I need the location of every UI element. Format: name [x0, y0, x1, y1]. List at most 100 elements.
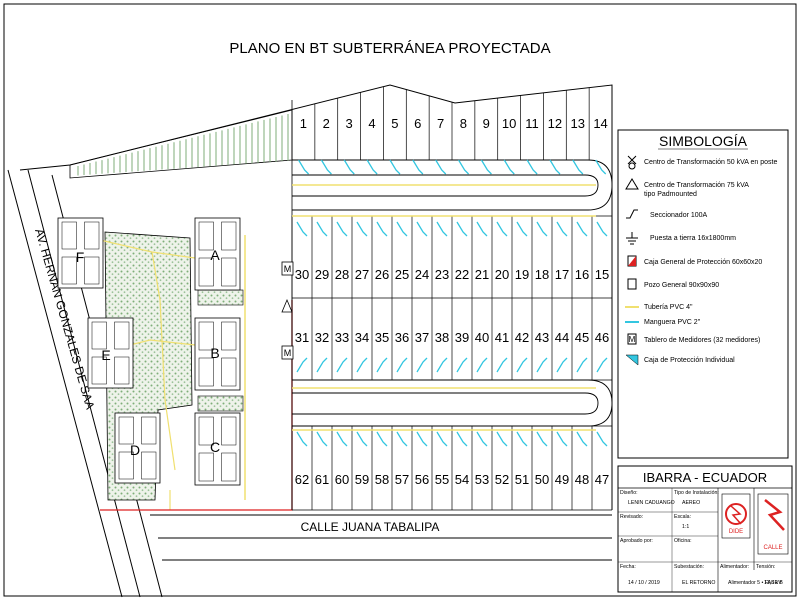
company-logo: DIDE [721, 493, 751, 539]
lot-number: 62 [295, 472, 309, 487]
building-block-d: B [194, 317, 241, 391]
park-conduits [99, 239, 196, 510]
block-label: E [101, 347, 110, 363]
legend-text: Caja de Protección Individual [644, 357, 735, 364]
individual-box-icon [625, 354, 639, 366]
lot-number: 21 [475, 267, 489, 282]
legend-text: Puesta a tierra 16x1800mm [650, 235, 736, 242]
lot-number: 23 [435, 267, 449, 282]
lot-number: 14 [593, 116, 607, 131]
disconnector-icon [626, 209, 638, 219]
lot-number: 25 [395, 267, 409, 282]
hatched-strip-lines [77, 113, 289, 176]
lot-number: 43 [535, 330, 549, 345]
block-label: D [130, 442, 140, 458]
lot-number: 19 [515, 267, 529, 282]
building-block-c: E [87, 317, 134, 389]
location-label: IBARRA - ECUADOR [643, 470, 767, 485]
lot-number: 28 [335, 267, 349, 282]
title-block: IBARRA - ECUADOR Diseño:LENIN CADUANGOTi… [617, 465, 793, 593]
legend-text: Centro de Transformación 75 kVA [644, 182, 749, 189]
legend-text: Manguera PVC 2" [644, 319, 701, 326]
lot-number: 20 [495, 267, 509, 282]
legend-text: Tablero de Medidores (32 medidores) [644, 337, 760, 344]
lot-number: 11 [525, 116, 539, 131]
logo-text-2: CALLE [763, 545, 782, 551]
lot-number: 55 [435, 472, 449, 487]
lot-number: 53 [475, 472, 489, 487]
lot-number: 58 [375, 472, 389, 487]
lot-number: 8 [460, 116, 467, 131]
lot-number: 12 [548, 116, 562, 131]
lot-number: 44 [555, 330, 569, 345]
lot-number: 30 [295, 267, 309, 282]
lot-number: 37 [415, 330, 429, 345]
tb-field-value: LENIN CADUANGO [628, 500, 675, 506]
legend-box: SIMBOLOGÍA Centro de Transformación 50 k… [617, 129, 789, 459]
road-conduits [244, 184, 596, 500]
lot-number: 40 [475, 330, 489, 345]
lot-number: 34 [355, 330, 369, 345]
lot-number: 31 [295, 330, 309, 345]
legend-text: Tubería PVC 4" [644, 304, 693, 311]
lot-number: 47 [595, 472, 609, 487]
ground-icon [626, 232, 638, 245]
legend-text: Centro de Transformación 50 kVA en poste [644, 159, 777, 166]
sheet-frame [3, 3, 797, 597]
lot-number: 59 [355, 472, 369, 487]
tb-field-label: Subestación: [674, 564, 704, 570]
tb-field-value: Alimentador 5 • FASE B [728, 580, 783, 586]
service-branches [296, 159, 608, 447]
lot-number: 7 [437, 116, 444, 131]
green-strip-2 [197, 395, 244, 412]
street-road [150, 514, 612, 561]
padmounted-transformer-symbol [281, 298, 293, 313]
lot-number: 26 [375, 267, 389, 282]
lot-number: 29 [315, 267, 329, 282]
street-name: CALLE JUANA TABALIPA [301, 520, 440, 534]
lot-number: 36 [395, 330, 409, 345]
block-label: F [76, 249, 85, 265]
tb-field-value: AEREO [682, 500, 700, 506]
building-block-b: A [194, 217, 241, 291]
hatched-strip [69, 109, 293, 179]
lot-number: 9 [483, 116, 490, 131]
green-strip-1 [197, 289, 244, 306]
lot-number: 57 [395, 472, 409, 487]
lot-number: 48 [575, 472, 589, 487]
meter-markers: M M [281, 261, 294, 360]
lot-number: 54 [455, 472, 469, 487]
lot-number: 10 [502, 116, 516, 131]
lot-number: 32 [315, 330, 329, 345]
lot-number: 60 [335, 472, 349, 487]
legend-text: Pozo General 90x90x90 [644, 282, 719, 289]
meter-board-icon: M [627, 333, 637, 345]
lot-number: 51 [515, 472, 529, 487]
tb-field-value: 14 / 10 / 2019 [628, 580, 660, 586]
lot-number: 45 [575, 330, 589, 345]
lot-number: 46 [595, 330, 609, 345]
block-label: A [210, 247, 220, 263]
lot-number: 56 [415, 472, 429, 487]
tb-field-label: Alimentador: [720, 564, 749, 570]
lot-number: 18 [535, 267, 549, 282]
lot-number: 4 [368, 116, 375, 131]
legend-text: tipo Padmounted [644, 191, 697, 198]
meter-marker-2: M [284, 348, 292, 358]
lot-number: 15 [595, 267, 609, 282]
lot-number: 41 [495, 330, 509, 345]
lot-number: 50 [535, 472, 549, 487]
tb-field-label: Tensión: [756, 564, 775, 570]
block-label: C [210, 439, 220, 455]
logo-text-1: DIDE [729, 529, 743, 535]
lot-number: 6 [414, 116, 421, 131]
lot-number: 2 [323, 116, 330, 131]
lot-number: 27 [355, 267, 369, 282]
meter-marker-1: M [284, 264, 292, 274]
tb-field-value: 13,8 kV [764, 580, 782, 586]
lot-number: 13 [570, 116, 584, 131]
lot-number: 17 [555, 267, 569, 282]
lot-number: 52 [495, 472, 509, 487]
